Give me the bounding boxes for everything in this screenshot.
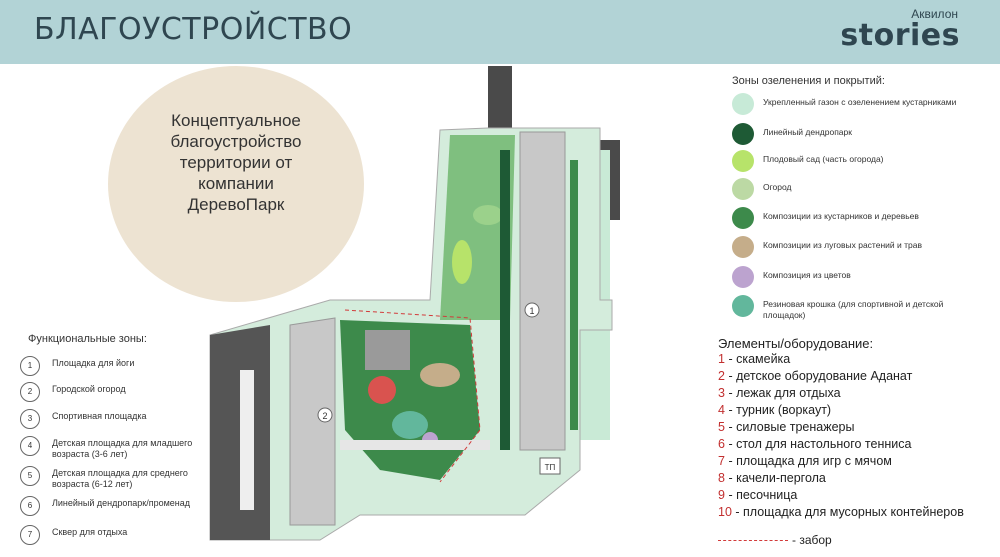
shrub-strip [570, 160, 578, 430]
zone-label: Спортивная площадка [52, 411, 147, 421]
legend-swatch [732, 123, 754, 145]
legend-label: Плодовый сад (часть огорода) [763, 154, 884, 164]
brand-name-small: Аквилон [911, 7, 958, 21]
legend-swatch [732, 178, 754, 200]
zone-label: Городской огород [52, 384, 126, 394]
brand-logo: stories [840, 18, 960, 53]
equipment-number: 9 [718, 488, 725, 502]
zone-label: Детская площадка для среднего возраста (… [52, 468, 188, 489]
legend-label: Укрепленный газон с озеленением кустарни… [763, 97, 957, 107]
building-2 [289, 317, 336, 526]
playground-rubber [392, 411, 428, 439]
zone-number: 7 [20, 525, 40, 545]
equipment-label: - стол для настольного тенниса [728, 437, 912, 451]
yoga-area [473, 205, 503, 225]
legend-swatch [732, 150, 754, 172]
road-north [488, 66, 512, 132]
equipment-item: 6 - стол для настольного тенниса [718, 437, 911, 451]
equipment-item: 8 - качели-пергола [718, 471, 826, 485]
equipment-label: - песочница [728, 488, 798, 502]
dendropark-strip [500, 150, 510, 450]
equipment-label: - площадка для мусорных контейнеров [735, 505, 964, 519]
equipment-label: - силовые тренажеры [728, 420, 855, 434]
equipment-label: - лежак для отдыха [728, 386, 841, 400]
zone-number: 6 [20, 496, 40, 516]
equipment-label: - скамейка [728, 352, 791, 366]
legend-label: Линейный дендропарк [763, 127, 852, 137]
fence-legend-line [718, 540, 788, 541]
equipment-number: 7 [718, 454, 725, 468]
orchard [452, 240, 472, 284]
substation-box [539, 457, 561, 475]
parking-island [240, 370, 254, 510]
equipment-label: - детское оборудование Аданат [728, 369, 913, 383]
equipment-number: 3 [718, 386, 725, 400]
legend-title: Зоны озеленения и покрытий: [732, 75, 885, 87]
legend-swatch [732, 266, 754, 288]
equipment-label: - турник (воркаут) [728, 403, 832, 417]
equipment-number: 8 [718, 471, 725, 485]
building-2-marker [317, 407, 333, 423]
legend-label: Композиции из луговых растений и трав [763, 240, 922, 250]
zone-number: 4 [20, 436, 40, 456]
equipment-item: 4 - турник (воркаут) [718, 403, 831, 417]
equipment-label: - площадка для игр с мячом [728, 454, 892, 468]
legend-label: Композиции из кустарников и деревьев [763, 211, 919, 221]
equipment-item: 7 - площадка для игр с мячом [718, 454, 892, 468]
equipment-label: - качели-пергола [728, 471, 826, 485]
building-2-label: 2 [322, 411, 327, 421]
zone-label: Детская площадка для младшего возраста (… [52, 438, 193, 459]
building-1-label: 1 [529, 306, 534, 316]
header-bar: БЛАГОУСТРОЙСТВО Аквилон stories [0, 0, 1000, 64]
building-1 [519, 131, 566, 451]
walkway [340, 440, 490, 450]
sports-court [365, 330, 410, 370]
legend-label: Резиновая крошка (для спортивной и детск… [763, 299, 944, 320]
intro-circle [108, 66, 364, 302]
zone-label: Площадка для йоги [52, 358, 135, 368]
zone-number: 1 [20, 356, 40, 376]
fence-legend-label: - забор [792, 533, 832, 547]
zone-label: Сквер для отдыха [52, 527, 128, 537]
zone-number: 2 [20, 382, 40, 402]
equipment-number: 6 [718, 437, 725, 451]
legend-swatch [732, 93, 754, 115]
equipment-item: 2 - детское оборудование Аданат [718, 369, 912, 383]
zone-label: Линейный дендропарк/променад [52, 498, 191, 508]
site-plan-map: 1 2 ТП [209, 66, 620, 541]
legend-swatch [732, 295, 754, 317]
legend-swatch [732, 207, 754, 229]
zone-number: 3 [20, 409, 40, 429]
equipment-item: 9 - песочница [718, 488, 797, 502]
equipment-number: 4 [718, 403, 725, 417]
legend-swatch [732, 236, 754, 258]
substation-label: ТП [545, 463, 556, 472]
meadow-area [420, 363, 460, 387]
equipment-item: 1 - скамейка [718, 352, 790, 366]
equipment-number: 10 [718, 505, 732, 519]
page-title: БЛАГОУСТРОЙСТВО [34, 12, 353, 47]
equipment-item: 10 - площадка для мусорных контейнеров [718, 505, 964, 519]
zone-number: 5 [20, 466, 40, 486]
functional-zones-title: Функциональные зоны: [28, 333, 147, 345]
equipment-item: 5 - силовые тренажеры [718, 420, 854, 434]
legend-label: Композиция из цветов [763, 270, 851, 280]
intro-text: Концептуальное благоустройство территори… [170, 111, 302, 214]
equipment-number: 5 [718, 420, 725, 434]
equipment-item: 3 - лежак для отдыха [718, 386, 841, 400]
equipment-title: Элементы/оборудование: [718, 336, 874, 351]
building-1-marker [524, 302, 540, 318]
legend-label: Огород [763, 182, 792, 192]
playground-red [368, 376, 396, 404]
equipment-number: 2 [718, 369, 725, 383]
equipment-number: 1 [718, 352, 725, 366]
